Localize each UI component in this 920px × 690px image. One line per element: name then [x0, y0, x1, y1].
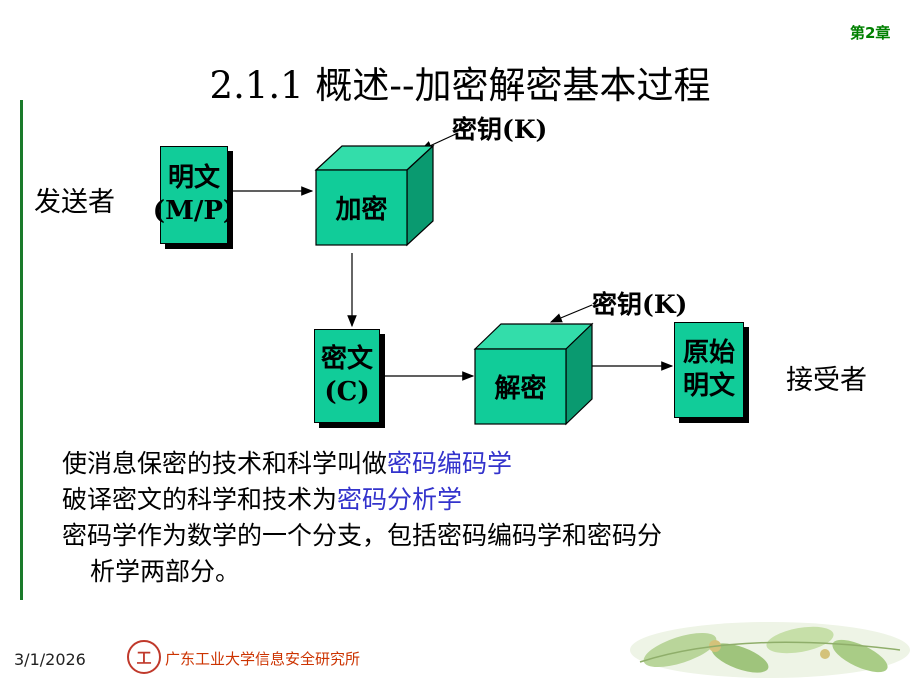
original-line2: 明文: [682, 371, 735, 401]
footer-organization: 广东工业大学信息安全研究所: [165, 650, 361, 668]
key-label-decrypt: 密钥(K): [592, 290, 688, 319]
bullet-1-text: 使消息保密的技术和科学叫做: [62, 449, 388, 478]
bullet-2-text: 破译密文的科学和技术为: [62, 485, 338, 514]
leaves-decoration-icon: [630, 622, 910, 678]
encrypt-cube: [314, 144, 435, 247]
decrypt-cube: [473, 322, 594, 426]
ciphertext-line2: (C): [324, 377, 370, 407]
bullet-list: 使消息保密的技术和科学叫做密码编码学 破译密文的科学和技术为密码分析学 密码学作…: [62, 446, 842, 590]
arrow-key-to-decrypt: [549, 304, 593, 323]
plaintext-line2: (M/P): [152, 196, 236, 226]
bullet-1-term: 密码编码学: [387, 449, 513, 478]
logo-glyph: 工: [136, 648, 152, 667]
original-line1: 原始: [682, 338, 735, 368]
bullet-3-line2: 析学两部分。: [90, 557, 241, 586]
key-label-encrypt: 密钥(K): [452, 115, 548, 144]
bullet-3: 密码学作为数学的一个分支，包括密码编码学和密码分: [62, 518, 842, 554]
plaintext-line1: 明文: [167, 163, 220, 193]
chapter-label: 第2章: [850, 24, 891, 42]
footer-date: 3/1/2026: [14, 650, 86, 669]
plaintext-box: 明文 (M/P): [153, 146, 235, 244]
bullet-1: 使消息保密的技术和科学叫做密码编码学: [62, 446, 842, 482]
bullet-3-cont: 析学两部分。: [62, 554, 842, 590]
original-plaintext-box: 原始 明文: [674, 322, 744, 418]
bullet-3-line1: 密码学作为数学的一个分支，包括密码编码学和密码分: [62, 521, 663, 550]
left-accent-bar: [20, 100, 23, 600]
encrypt-label: 加密: [335, 195, 388, 225]
ciphertext-line1: 密文: [320, 344, 373, 374]
slide-title: 2.1.1 概述--加密解密基本过程: [209, 64, 711, 107]
sender-label: 发送者: [34, 187, 115, 218]
ciphertext-box: 密文 (C): [314, 329, 380, 423]
decrypt-label: 解密: [494, 374, 547, 404]
bullet-2: 破译密文的科学和技术为密码分析学: [62, 482, 842, 518]
university-logo-icon: 工: [127, 640, 161, 674]
receiver-label: 接受者: [786, 365, 867, 396]
bullet-2-term: 密码分析学: [337, 485, 463, 514]
